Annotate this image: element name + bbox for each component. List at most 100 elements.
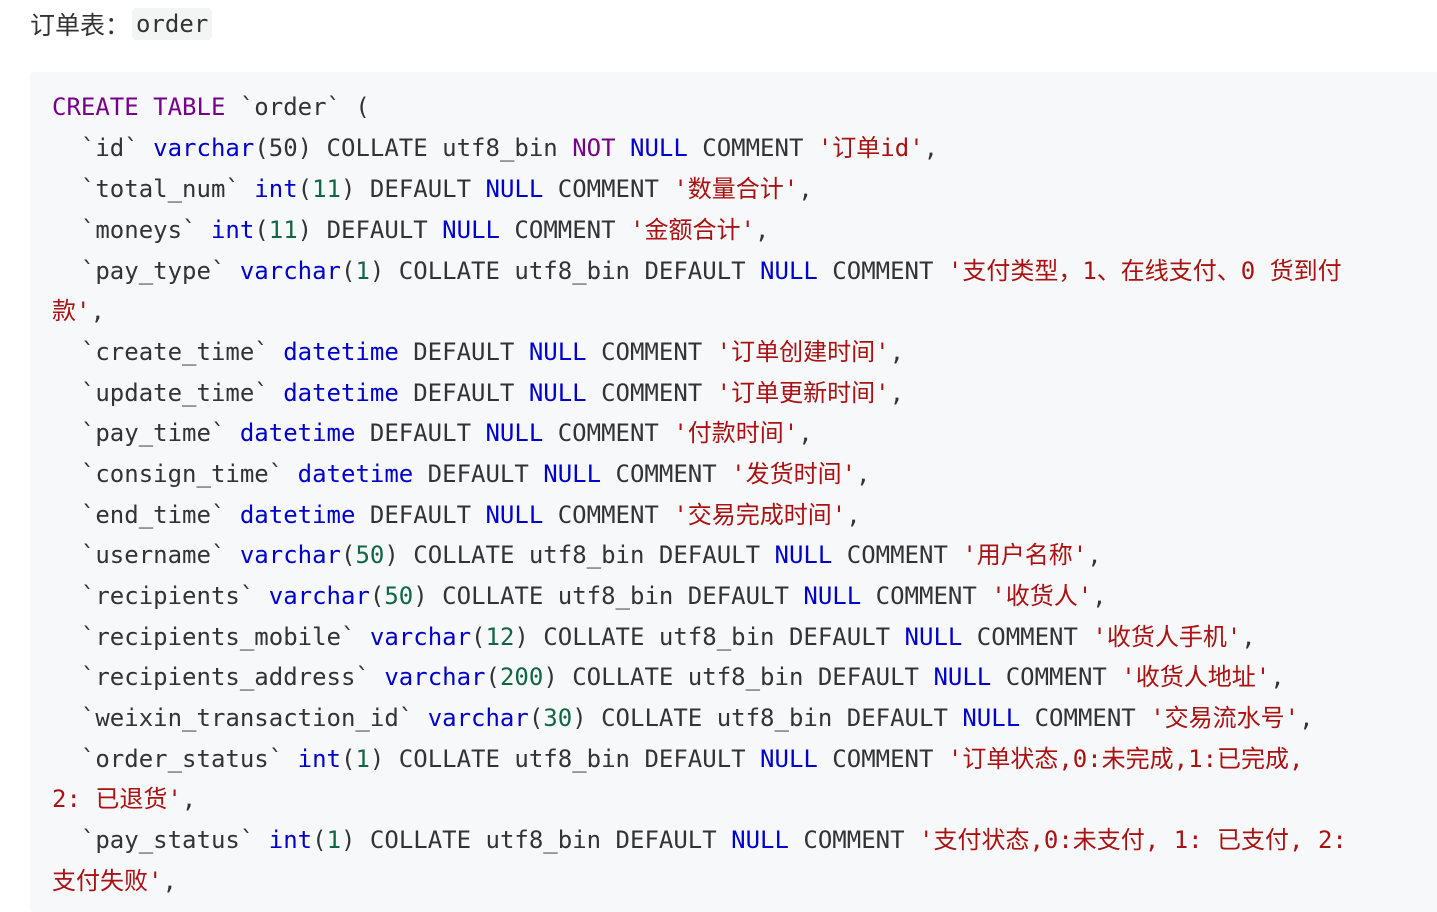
line-end: , [798,175,813,203]
comment-keyword: COMMENT [991,663,1122,691]
table-name-code: order [132,8,213,40]
line-end: , [798,419,813,447]
column-type: varchar [268,582,370,610]
comment-string: '用户名称' [962,541,1088,569]
comment-keyword: COMMENT [817,257,948,285]
comment-string-continued: 款' [52,297,91,325]
column-name: `pay_time` [52,419,240,447]
paren-open: ( [528,704,544,732]
comment-string: '订单更新时间' [716,379,890,407]
comment-string: '收货人' [991,582,1093,610]
column-type: varchar [153,134,255,162]
line-end: , [923,134,939,162]
comment-string: '交易流水号' [1150,704,1300,732]
code-line-recipients-mobile: `recipients_mobile` varchar(12) COLLATE … [52,617,1256,657]
type-length: 1 [355,745,370,773]
null-keyword: NULL [442,216,500,244]
column-name: `weixin_transaction_id` [52,704,428,732]
column-type: datetime [239,419,356,447]
line-end: , [1087,541,1102,569]
line-end: , [90,297,105,325]
comment-keyword: COMMENT [817,745,948,773]
null-keyword: NULL [485,419,544,447]
line-end: , [162,867,177,895]
null-keyword: NULL [485,175,544,203]
line-end: , [1299,704,1314,732]
default-keyword: DEFAULT [413,460,544,488]
null-keyword: NULL [760,745,818,773]
column-type: varchar [239,257,341,285]
collate-clause: COLLATE utf8_bin DEFAULT [557,663,934,691]
comment-string: '支付状态,0:未支付, 1: 已支付, 2: [919,826,1347,854]
paren-close: ) [413,582,428,610]
type-length: 1 [355,257,370,285]
type-length: 50 [355,541,385,569]
code-line-consign-time: `consign_time` datetime DEFAULT NULL COM… [52,454,871,494]
comment-keyword: COMMENT [1020,704,1151,732]
collate-clause: COLLATE utf8_bin DEFAULT [384,745,761,773]
table-name-token: `order` ( [225,93,370,121]
comment-string: '订单状态,0:未完成,1:已完成, [947,745,1304,773]
comment-string: '付款时间' [673,419,799,447]
comment-keyword: COMMENT [499,216,631,244]
comment-keyword: COMMENT [832,541,963,569]
code-line-moneys: `moneys` int(11) DEFAULT NULL COMMENT '金… [52,210,769,250]
column-name: `total_num` [52,175,255,203]
paren-open: ( [341,541,356,569]
paren-open: ( [369,582,385,610]
type-length: 12 [485,623,515,651]
type-length: 1 [326,826,342,854]
type-args: (50) [254,134,313,162]
code-line-pay-type: `pay_type` varchar(1) COLLATE utf8_bin D… [52,251,1342,291]
default-keyword: DEFAULT [398,379,529,407]
code-line-recipients-address: `recipients_address` varchar(200) COLLAT… [52,657,1285,697]
code-line-pay-time: `pay_time` datetime DEFAULT NULL COMMENT… [52,413,813,453]
paren-open: ( [312,826,327,854]
paren-open: ( [471,623,486,651]
paren-open: ( [254,216,269,244]
null-keyword: NULL [803,582,862,610]
column-name: `username` [52,541,240,569]
code-line-create-table: CREATE TABLE `order` ( [52,87,370,127]
paren-close: ) [572,704,587,732]
default-keyword: DEFAULT [398,338,529,366]
comment-keyword: COMMENT [543,419,674,447]
column-type: varchar [239,541,341,569]
comment-string: '数量合计' [673,175,799,203]
code-line-update-time: `update_time` datetime DEFAULT NULL COMM… [52,373,904,413]
type-length: 11 [312,175,342,203]
column-type: int [268,826,313,854]
paren-close: ) [341,175,356,203]
column-type: datetime [283,379,399,407]
comment-string: '订单id' [817,134,924,162]
create-table-keyword: CREATE TABLE [52,93,226,121]
column-name: `recipients_mobile` [52,623,370,651]
comment-string: '金额合计' [630,216,755,244]
null-keyword: NULL [760,257,818,285]
column-type: varchar [384,663,486,691]
comment-string: '交易完成时间' [673,501,847,529]
paren-close: ) [384,541,399,569]
code-line-order-status-wrap: 2: 已退货', [52,779,196,819]
default-keyword: DEFAULT [355,419,486,447]
column-type: datetime [283,338,399,366]
code-line-total-num: `total_num` int(11) DEFAULT NULL COMMENT… [52,169,813,209]
code-line-pay-status: `pay_status` int(1) COLLATE utf8_bin DEF… [52,820,1347,860]
collate-clause: COLLATE utf8_bin DEFAULT [586,704,963,732]
comment-string: '收货人地址' [1121,663,1271,691]
null-keyword: NULL [528,379,587,407]
line-end: , [846,501,861,529]
column-type: int [210,216,255,244]
line-end: , [889,338,905,366]
comment-keyword: COMMENT [543,501,674,529]
comment-string-continued: 2: 已退货' [52,785,182,813]
column-type: varchar [369,623,472,651]
paren-open: ( [341,257,356,285]
comment-string: '收货人手机' [1092,623,1242,651]
column-name: `end_time` [52,501,240,529]
null-keyword: NULL [904,623,963,651]
paren-close: ) [514,623,529,651]
column-name: `order_status` [52,745,298,773]
null-keyword: NULL [543,460,602,488]
code-line-id: `id` varchar(50) COLLATE utf8_bin NOT NU… [52,128,938,168]
